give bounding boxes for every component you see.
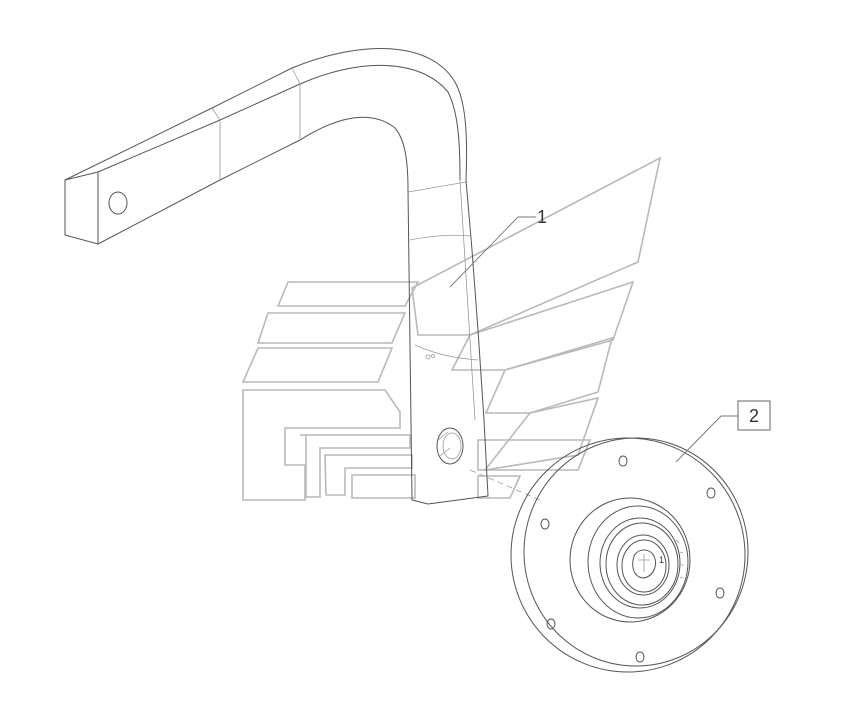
callout-1-label: 1: [537, 207, 547, 227]
callout-1: 1: [449, 207, 547, 288]
hub-part: 1: [510, 437, 749, 673]
hub-marking-text: 1: [659, 555, 664, 565]
watermark-logo: [241, 156, 662, 501]
shank-part: [64, 48, 541, 505]
callout-2-label: 2: [749, 406, 759, 426]
callout-2-box: [737, 400, 771, 431]
callout-2: 2: [675, 400, 771, 463]
